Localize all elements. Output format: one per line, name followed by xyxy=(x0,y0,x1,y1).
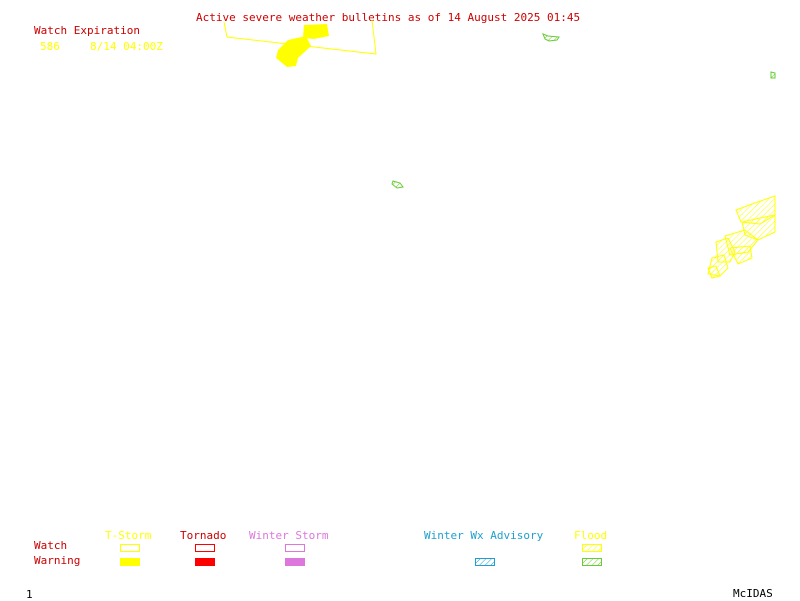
flood-warning-polygon xyxy=(391,180,404,189)
tornado-warning-swatch xyxy=(195,558,215,566)
tstorm-watch-swatch xyxy=(120,544,140,552)
tstorm-warning-polygon xyxy=(276,36,311,67)
tornado-watch-swatch xyxy=(195,544,215,552)
tstorm-warning-swatch xyxy=(120,558,140,566)
winter-storm-warning-swatch xyxy=(285,558,305,566)
flood-warning-polygon xyxy=(770,71,776,79)
frame-number: 1 xyxy=(26,588,33,601)
legend-label-flood: Flood xyxy=(574,529,608,542)
software-label: McIDAS xyxy=(733,587,773,600)
watch-expires-time: 8/14 04:00Z xyxy=(90,40,163,53)
flood-warning-polygon xyxy=(542,33,560,42)
legend-row-watch: Watch xyxy=(34,539,68,552)
winter-storm-watch-swatch xyxy=(285,544,305,552)
flood-warning-swatch xyxy=(582,558,602,566)
winter-wx-advisory-warning-swatch xyxy=(475,558,495,566)
legend-label-tornado: Tornado xyxy=(180,529,227,542)
legend-label-winter-storm: Winter Storm xyxy=(249,529,329,542)
legend-label-tstorm: T-Storm xyxy=(105,529,152,542)
tstorm-warning-polygon xyxy=(303,24,329,39)
legend-row-warning: Warning xyxy=(34,554,81,567)
bulletin-title: Active severe weather bulletins as of 14… xyxy=(196,11,581,24)
watch-number: 586 xyxy=(40,40,60,53)
flood-watch-swatch xyxy=(582,544,602,552)
watch-expiration-label: Watch Expiration xyxy=(34,24,140,37)
legend-label-winter-wx-advisory: Winter Wx Advisory xyxy=(424,529,544,542)
flood-watch-cluster xyxy=(707,195,776,279)
